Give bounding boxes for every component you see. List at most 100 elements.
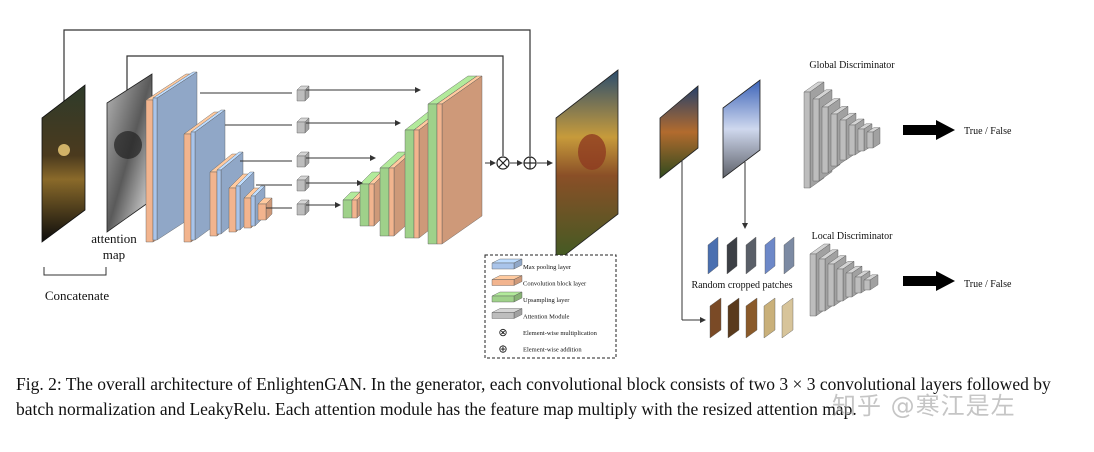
- local-disc-layer-5-front: [845, 272, 853, 298]
- attention-module-4-front: [296, 179, 306, 192]
- legend-swatch-upsample-front: [491, 295, 515, 303]
- concatenate-label: Concatenate: [45, 288, 109, 303]
- patch-real-4: [764, 236, 776, 275]
- attention-module-2-front: [296, 121, 306, 134]
- generator-blocks: [145, 71, 483, 245]
- watermark: 知乎 @寒江是左: [832, 392, 1016, 420]
- local-disc-layer-7: [863, 274, 879, 291]
- enc-pool-5-front: [250, 195, 256, 227]
- multiply-node: [496, 156, 510, 170]
- legend-swatch-attention: [491, 308, 523, 319]
- legend-symbol-mult: ⊗: [498, 327, 507, 339]
- dec-conv-3-front: [388, 167, 395, 237]
- patch-real-5: [783, 236, 795, 275]
- legend-swatch-conv: [491, 275, 523, 286]
- global-disc-layer-1-front: [803, 91, 811, 189]
- legend-label-max_pool: Max pooling layer: [523, 264, 572, 271]
- enc-conv-4-front: [228, 187, 237, 233]
- local-disc-layer-2-front: [818, 258, 826, 312]
- global-disc-layer-3-front: [821, 106, 829, 174]
- caption-text: The overall architecture of EnlightenGAN…: [16, 374, 1051, 419]
- dec-up-2-front: [359, 183, 370, 227]
- patch-fake-5: [781, 297, 794, 339]
- random-patches-label: Random cropped patches: [691, 280, 792, 291]
- global-disc-label: Global Discriminator: [809, 60, 895, 71]
- attention-modules: [296, 85, 310, 216]
- patch-real-1: [707, 236, 719, 275]
- attention-module-5-front: [296, 203, 306, 216]
- attention-label: attention: [91, 231, 137, 246]
- skip-arrows: [200, 87, 553, 209]
- attention-module-1: [296, 85, 310, 102]
- dec-up-4-front: [404, 129, 415, 239]
- concatenate-bracket: [43, 267, 107, 276]
- add-node: [523, 156, 537, 170]
- dec-conv-2-front: [368, 183, 375, 227]
- enc-conv-2-front: [183, 133, 192, 243]
- dec-up-1-front: [342, 199, 353, 219]
- local-disc-layer-1-front: [809, 253, 817, 317]
- local-disc-layer-6-front: [854, 276, 862, 294]
- local-disc-layer-4-front: [836, 268, 844, 302]
- patch-real-3: [745, 236, 757, 275]
- legend-swatch-max_pool-front: [491, 262, 515, 270]
- dec-conv-5: [436, 75, 483, 245]
- patch-arrows: [681, 160, 748, 323]
- local-output-arrow: [903, 271, 955, 291]
- disc-input-image: [659, 85, 699, 179]
- patch-real-2: [726, 236, 738, 275]
- legend-swatch-conv-front: [491, 279, 515, 286]
- enc-pool-4-front: [235, 185, 241, 231]
- global-true-false: True / False: [964, 126, 1012, 137]
- dec-conv-1-front: [351, 199, 358, 219]
- enc-pool-3-front: [216, 169, 222, 235]
- enc-conv-3-front: [209, 171, 218, 237]
- global-disc-layer-4-front: [830, 113, 838, 167]
- attention-module-5: [296, 199, 310, 216]
- patch-fake-2: [727, 297, 740, 339]
- global-discriminator: [803, 81, 881, 189]
- attention-module-3-front: [296, 155, 306, 168]
- local-true-false: True / False: [964, 279, 1012, 290]
- dec-conv-5-front: [436, 103, 443, 245]
- figure-caption: Fig. 2:The overall architecture of Enlig…: [16, 372, 1076, 422]
- enc-pool-2-front: [190, 131, 196, 241]
- legend-swatch-max_pool: [491, 258, 523, 270]
- global-output-arrow: [903, 120, 955, 140]
- legend-symbol-add: ⊕: [498, 344, 507, 356]
- local-disc-layer-3-front: [827, 263, 835, 307]
- bottleneck-conv-front: [257, 203, 267, 221]
- local-disc-layer-7-front: [863, 279, 871, 291]
- legend-label-add: Element-wise addition: [523, 347, 582, 354]
- attention-module-1-front: [296, 89, 306, 102]
- legend-swatch-attention-front: [491, 312, 515, 319]
- real-image: [722, 79, 761, 179]
- global-disc-layer-7-front: [857, 128, 865, 152]
- patch-fake-1: [709, 297, 722, 339]
- skip-lines: [63, 29, 531, 156]
- enc-pool-1-front: [152, 97, 158, 241]
- caption-label: Fig. 2:: [16, 374, 62, 394]
- global-disc-layer-6-front: [848, 124, 856, 156]
- attention-module-3: [296, 151, 310, 168]
- legend-label-upsample: Upsampling layer: [523, 297, 570, 304]
- output-image: [555, 69, 619, 263]
- patch-fake-3: [745, 297, 758, 339]
- global-disc-layer-5-front: [839, 119, 847, 161]
- random-cropped-patches: [707, 236, 795, 339]
- map-label: map: [103, 247, 125, 262]
- bottleneck-conv: [257, 197, 273, 221]
- dec-up-3-front: [379, 167, 390, 237]
- legend-label-mult: Element-wise multiplication: [523, 330, 598, 337]
- attention-module-2: [296, 117, 310, 134]
- dec-conv-4-front: [413, 129, 420, 239]
- attention-map-image: [106, 73, 153, 233]
- input-image: [41, 84, 86, 243]
- dec-conv-5-side: [441, 75, 483, 245]
- global-disc-layer-2-front: [812, 98, 820, 182]
- global-disc-layer-8-front: [866, 131, 874, 149]
- dec-up-5-front: [427, 103, 438, 245]
- patch-fake-4: [763, 297, 776, 339]
- enc-conv-1-front: [145, 99, 154, 243]
